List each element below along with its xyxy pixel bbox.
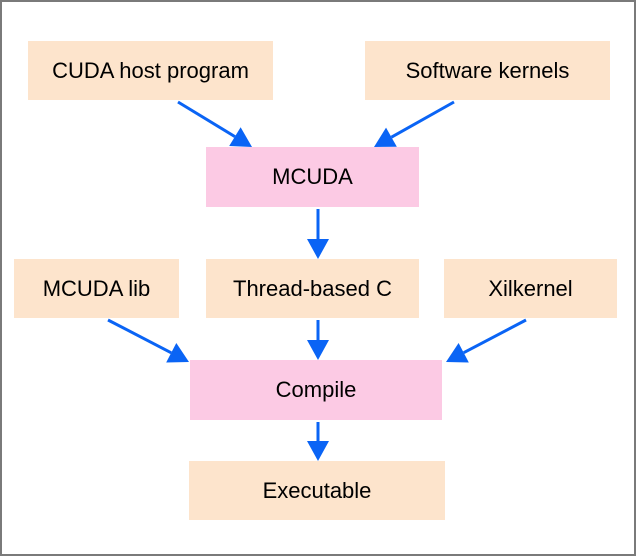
edge-cuda-host-to-mcuda [177, 100, 252, 147]
arrowhead-icon [446, 342, 469, 363]
node-executable: Executable [189, 461, 445, 520]
edge-mcuda-to-thread-c [307, 209, 329, 259]
node-label: Compile [275, 377, 357, 402]
node-thread-based-c: Thread-based C [206, 259, 419, 318]
node-label: MCUDA lib [42, 275, 151, 301]
arrowhead-icon [229, 127, 252, 147]
node-label: Thread-based C [233, 275, 392, 301]
edge-mcuda-lib-to-compile [107, 318, 189, 363]
arrowhead-icon [307, 441, 329, 461]
edge-line [390, 100, 455, 139]
node-compile: Compile [190, 360, 442, 420]
node-label: MCUDA [272, 164, 353, 189]
arrowhead-icon [166, 343, 189, 363]
edge-line [463, 318, 527, 355]
arrowhead-icon [307, 239, 329, 259]
node-xilkernel: Xilkernel [444, 259, 617, 318]
arrowhead-icon [374, 127, 397, 147]
edge-compile-to-executable [307, 422, 329, 461]
edge-thread-c-to-compile [307, 320, 329, 360]
arrowhead-icon [307, 340, 329, 360]
edge-sw-kernels-to-mcuda [374, 100, 455, 147]
edge-line [177, 100, 236, 138]
node-cuda-host-program: CUDA host program [28, 41, 273, 100]
edge-xilkernel-to-compile [446, 318, 527, 363]
node-label: Xilkernel [488, 275, 573, 301]
node-software-kernels: Software kernels [365, 41, 610, 100]
node-mcuda: MCUDA [206, 147, 419, 207]
edge-line [107, 318, 172, 355]
node-label: Software kernels [405, 57, 570, 83]
node-label: Executable [262, 477, 372, 503]
node-mcuda-lib: MCUDA lib [14, 259, 179, 318]
node-label: CUDA host program [52, 57, 249, 83]
